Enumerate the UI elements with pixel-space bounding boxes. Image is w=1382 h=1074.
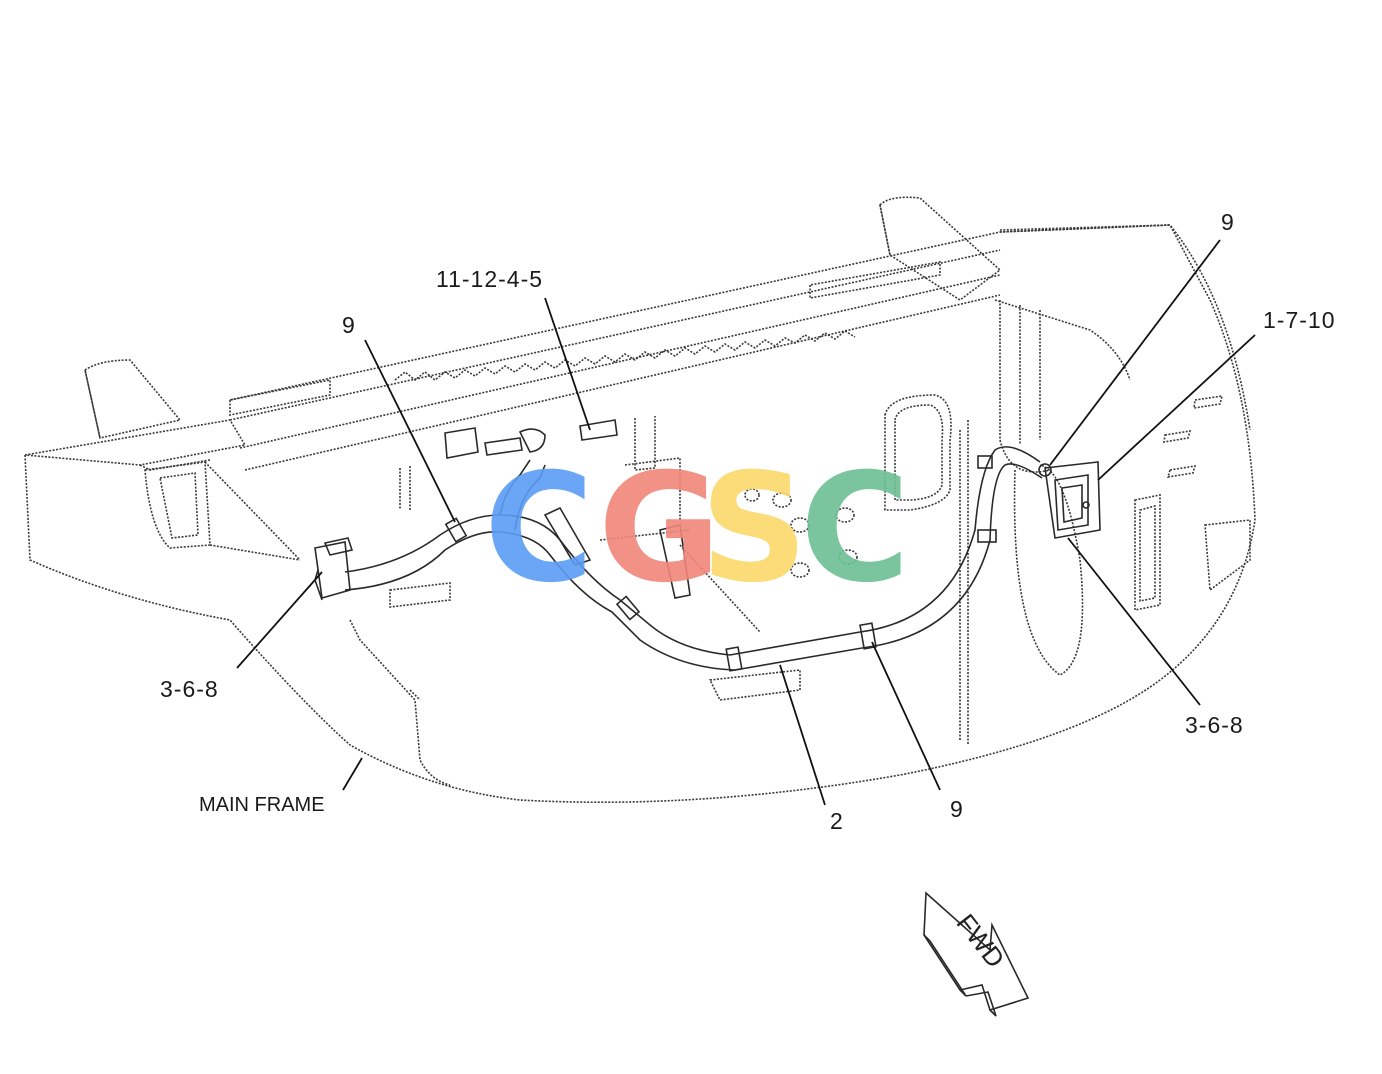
main-frame-body <box>24 196 1256 803</box>
main-frame-label: MAIN FRAME <box>199 794 325 816</box>
watermark-letter-4: C <box>800 442 910 616</box>
leader-lines <box>236 239 1256 806</box>
watermark-letter-1: C <box>484 442 594 616</box>
watermark: C G S C <box>484 442 910 616</box>
callout-9-top-right: 9 <box>1221 209 1235 235</box>
hose-harness <box>314 419 1101 672</box>
watermark-letter-2: G <box>598 442 721 616</box>
callout-11-12-4-5: 11-12-4-5 <box>436 266 543 292</box>
fwd-label: FWD <box>951 908 1011 973</box>
callout-9-bottom: 9 <box>950 796 964 822</box>
callout-3-6-8-right: 3-6-8 <box>1185 712 1244 738</box>
callout-1-7-10: 1-7-10 <box>1263 307 1335 333</box>
fwd-direction-arrow: FWD <box>923 891 1030 1017</box>
callout-2: 2 <box>830 808 844 834</box>
callout-9-left: 9 <box>342 312 356 338</box>
callout-3-6-8-left: 3-6-8 <box>160 676 219 702</box>
watermark-letter-3: S <box>700 442 808 616</box>
callout-labels: 9 11-12-4-5 9 1-7-10 3-6-8 3-6-8 2 9 MAI… <box>160 209 1335 834</box>
